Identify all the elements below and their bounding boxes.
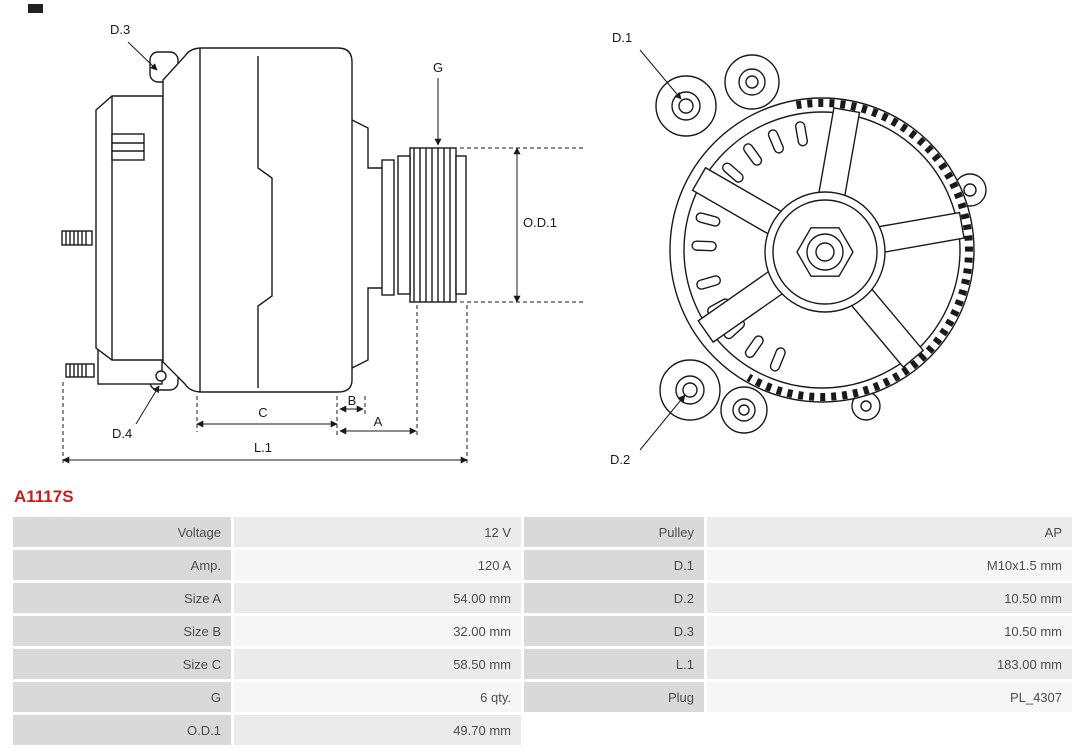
- spec-label: Size C: [13, 649, 231, 679]
- table-row: Size C 58.50 mm L.1 183.00 mm: [13, 649, 1072, 679]
- table-row: Voltage 12 V Pulley AP: [13, 517, 1072, 547]
- dim-label-d1: D.1: [612, 30, 632, 45]
- table-row: Size A 54.00 mm D.2 10.50 mm: [13, 583, 1072, 613]
- alternator-technical-drawing: D.3 G O.D.1 D.4 C B A L.1: [28, 4, 987, 467]
- spec-label: Size A: [13, 583, 231, 613]
- spec-label: D.2: [524, 583, 704, 613]
- dim-label-od1: O.D.1: [523, 215, 557, 230]
- spec-label-empty: [524, 715, 704, 745]
- spec-value: 49.70 mm: [234, 715, 521, 745]
- table-row: O.D.1 49.70 mm: [13, 715, 1072, 745]
- dim-label-a: A: [374, 414, 383, 429]
- spec-value: 120 A: [234, 550, 521, 580]
- spec-label: Pulley: [524, 517, 704, 547]
- spec-table: Voltage 12 V Pulley AP Amp. 120 A D.1 M1…: [10, 514, 1075, 748]
- spec-value-empty: [707, 715, 1072, 745]
- table-row: Amp. 120 A D.1 M10x1.5 mm: [13, 550, 1072, 580]
- table-row: G 6 qty. Plug PL_4307: [13, 682, 1072, 712]
- dim-label-d2: D.2: [610, 452, 630, 467]
- spec-value: 54.00 mm: [234, 583, 521, 613]
- dim-label-d4: D.4: [112, 426, 132, 441]
- spec-value: 10.50 mm: [707, 616, 1072, 646]
- dim-label-d3: D.3: [110, 22, 130, 37]
- spec-label: G: [13, 682, 231, 712]
- spec-value: M10x1.5 mm: [707, 550, 1072, 580]
- spec-value: 12 V: [234, 517, 521, 547]
- spec-value: 58.50 mm: [234, 649, 521, 679]
- spec-value: 32.00 mm: [234, 616, 521, 646]
- spec-value: 183.00 mm: [707, 649, 1072, 679]
- spec-value: 6 qty.: [234, 682, 521, 712]
- dim-label-l1: L.1: [254, 440, 272, 455]
- dim-label-g: G: [433, 60, 443, 75]
- spec-label: Size B: [13, 616, 231, 646]
- table-row: Size B 32.00 mm D.3 10.50 mm: [13, 616, 1072, 646]
- part-number: A1117S: [14, 487, 74, 506]
- rear-view-leaders: [639, 49, 686, 451]
- dim-label-b: B: [348, 393, 357, 408]
- spec-label: Amp.: [13, 550, 231, 580]
- spec-value: PL_4307: [707, 682, 1072, 712]
- side-view-dimensions: [62, 41, 585, 466]
- spec-label: Voltage: [13, 517, 231, 547]
- side-view: [61, 47, 467, 393]
- dim-label-c: C: [258, 405, 267, 420]
- spec-label: Plug: [524, 682, 704, 712]
- spec-label: O.D.1: [13, 715, 231, 745]
- spec-value: 10.50 mm: [707, 583, 1072, 613]
- spec-value: AP: [707, 517, 1072, 547]
- spec-label: D.3: [524, 616, 704, 646]
- logo-mark: [28, 4, 43, 13]
- spec-label: L.1: [524, 649, 704, 679]
- spec-label: D.1: [524, 550, 704, 580]
- rear-view: [655, 54, 987, 434]
